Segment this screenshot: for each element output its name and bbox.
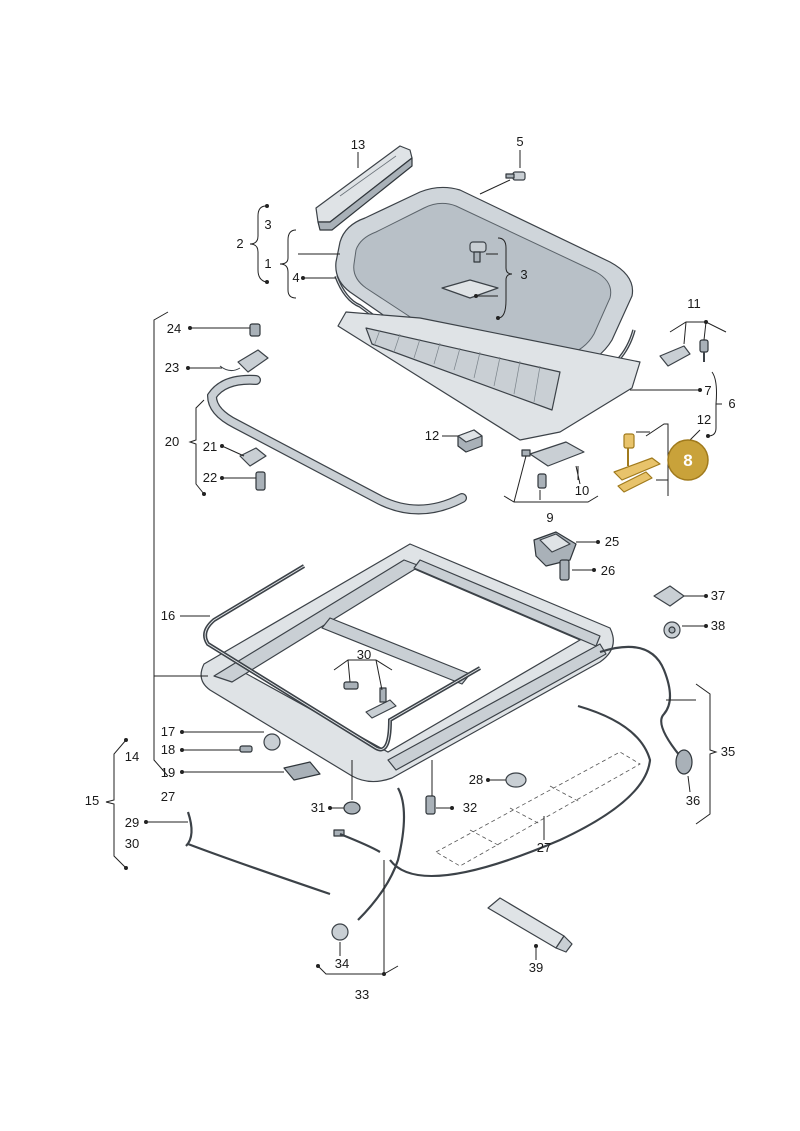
part-label[interactable]: 25 <box>605 534 619 549</box>
part-label[interactable]: 32 <box>463 800 477 815</box>
drain-end-part-34 <box>331 923 349 941</box>
sealant-tube-part <box>487 897 573 953</box>
part-label[interactable]: 16 <box>161 608 175 623</box>
motor-bracket-part <box>219 323 269 373</box>
lever-part-30 <box>343 681 397 719</box>
part-label[interactable]: 38 <box>711 618 725 633</box>
clamp-part-21 <box>239 447 267 491</box>
frame-seal-part <box>203 564 482 752</box>
part-label[interactable]: 20 <box>165 434 179 449</box>
drive-motor-part <box>533 531 577 567</box>
part-label[interactable]: 3 <box>264 217 271 232</box>
part-label[interactable]: 7 <box>704 383 711 398</box>
part-label[interactable]: 14 <box>125 749 139 764</box>
part-label[interactable]: 13 <box>351 137 365 152</box>
wiring-harness-part <box>185 811 381 853</box>
highlight-badge[interactable]: 8 <box>667 439 709 481</box>
control-unit-part <box>283 761 321 781</box>
part-label[interactable]: 28 <box>469 772 483 787</box>
part-label[interactable]: 26 <box>601 563 615 578</box>
part-label[interactable]: 30 <box>125 836 139 851</box>
part-label[interactable]: 2 <box>236 236 243 251</box>
part-label[interactable]: 6 <box>728 396 735 411</box>
part-label[interactable]: 17 <box>161 724 175 739</box>
screw-part-26 <box>559 559 570 581</box>
part-label[interactable]: 18 <box>161 742 175 757</box>
highlighted-part-8 <box>613 433 661 493</box>
glass-panel-part <box>335 186 634 388</box>
part-label[interactable]: 39 <box>529 960 543 975</box>
part-label[interactable]: 35 <box>721 744 735 759</box>
part-label[interactable]: 37 <box>711 588 725 603</box>
leader-lines <box>105 150 727 975</box>
part-label[interactable]: 30 <box>357 647 371 662</box>
part-label[interactable]: 23 <box>165 360 179 375</box>
leader-dots <box>124 204 710 976</box>
part-label[interactable]: 1 <box>264 256 271 271</box>
drain-hose-part <box>187 645 681 921</box>
part-label[interactable]: 19 <box>161 765 175 780</box>
part-label[interactable]: 4 <box>292 270 299 285</box>
sensor-part-17 <box>239 733 281 753</box>
screw-part-5 <box>505 171 526 181</box>
part-label[interactable]: 21 <box>203 439 217 454</box>
connector-part-37 <box>653 585 685 607</box>
part-label[interactable]: 27 <box>161 789 175 804</box>
bracket-part-10 <box>521 441 585 489</box>
screw-part-32 <box>425 795 436 815</box>
sunshade-panel-part <box>337 311 641 441</box>
part-label[interactable]: 31 <box>311 800 325 815</box>
part-label[interactable]: 10 <box>575 483 589 498</box>
part-label[interactable]: 15 <box>85 793 99 808</box>
drain-valve-part <box>505 772 527 788</box>
part-label[interactable]: 33 <box>355 987 369 1002</box>
part-label[interactable]: 22 <box>203 470 217 485</box>
part-label[interactable]: 34 <box>335 956 349 971</box>
sunroof-frame-part <box>200 543 614 783</box>
wind-deflector-part <box>315 145 413 231</box>
part-label[interactable]: 12 <box>425 428 439 443</box>
part-label[interactable]: 3 <box>520 267 527 282</box>
part-labels: 13 5 3 2 1 4 3 11 24 23 7 6 12 12 20 21 … <box>85 134 736 1002</box>
part-label[interactable]: 12 <box>697 412 711 427</box>
drain-end-part-36 <box>675 749 693 775</box>
clip-part-38 <box>663 621 681 639</box>
guide-block-part <box>457 429 483 453</box>
badge-label: 8 <box>683 451 692 470</box>
part-label[interactable]: 27 <box>537 840 551 855</box>
part-label[interactable]: 29 <box>125 815 139 830</box>
part-label[interactable]: 24 <box>167 321 181 336</box>
part-label[interactable]: 11 <box>687 296 701 311</box>
grommet-part-31 <box>343 801 361 815</box>
part-label[interactable]: 36 <box>686 793 700 808</box>
part-label[interactable]: 5 <box>516 134 523 149</box>
part-label[interactable]: 9 <box>546 510 553 525</box>
drain-tray-part <box>435 751 641 867</box>
corner-clip-part <box>659 339 709 367</box>
guide-rail-part <box>206 374 467 515</box>
